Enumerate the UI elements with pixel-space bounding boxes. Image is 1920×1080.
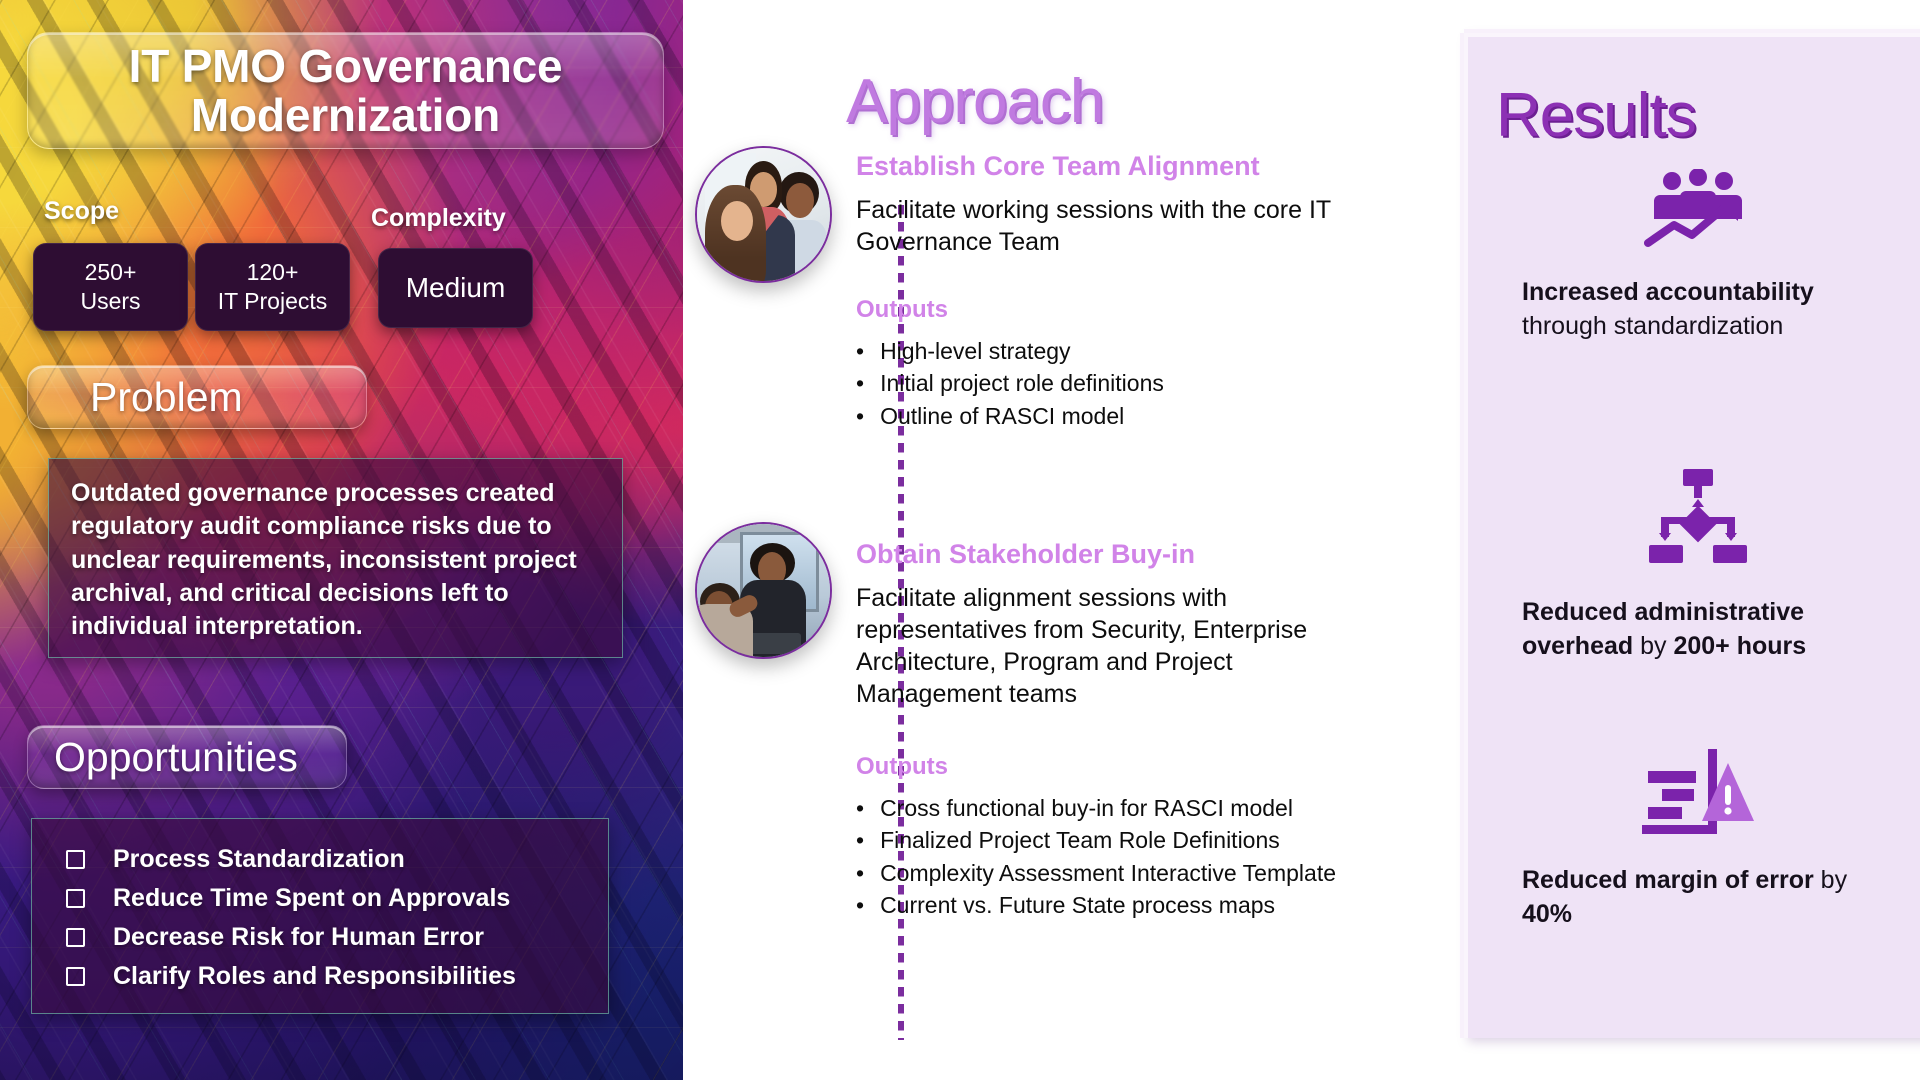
- complexity-label: Complexity: [371, 204, 506, 232]
- timeline-step-2: Obtain Stakeholder Buy-in Facilitate ali…: [856, 539, 1368, 710]
- people-growth-chart-icon: [1522, 169, 1873, 249]
- stat-card-projects: 120+ IT Projects: [195, 243, 350, 331]
- opportunities-box: Process Standardization Reduce Time Spen…: [31, 818, 609, 1014]
- results-card: Results: [1464, 33, 1920, 1038]
- checkbox-icon: [66, 928, 85, 947]
- stat-value-projects: 120+: [246, 259, 299, 286]
- step-description: Facilitate alignment sessions with repre…: [856, 583, 1308, 708]
- problem-text-box: Outdated governance processes created re…: [48, 458, 623, 658]
- checkbox-icon: [66, 850, 85, 869]
- result-bold-tail-2: 200+ hours: [1673, 632, 1807, 660]
- timeline-dotted-connector: [898, 205, 904, 1040]
- opportunities-section-header: Opportunities: [27, 725, 347, 789]
- list-item: • Cross functional buy-in for RASCI model: [856, 793, 1368, 823]
- result-text-3: Reduced margin of error by 40%: [1522, 863, 1873, 931]
- step-heading: Obtain Stakeholder Buy-in: [856, 539, 1196, 569]
- scope-label: Scope: [44, 197, 120, 225]
- opportunity-label: Process Standardization: [113, 845, 405, 873]
- approach-title: Approach: [846, 67, 1104, 136]
- outputs-block-2: Outputs • Cross functional buy-in for RAS…: [856, 753, 1368, 922]
- bullet-icon: •: [856, 892, 865, 919]
- list-item: Reduce Time Spent on Approvals: [66, 884, 608, 912]
- title-plaque: IT PMO Governance Modernization: [27, 32, 664, 149]
- step-heading: Establish Core Team Alignment: [856, 151, 1260, 181]
- stat-unit-users: Users: [80, 288, 141, 314]
- result-bold-lead-2: Reduced administrative overhead: [1522, 598, 1805, 660]
- bullet-icon: •: [856, 402, 865, 429]
- list-item: Process Standardization: [66, 845, 608, 873]
- output-text: Initial project role definitions: [880, 370, 1164, 397]
- opportunity-label: Decrease Risk for Human Error: [113, 923, 484, 951]
- output-text: High-level strategy: [880, 338, 1071, 364]
- page-title: IT PMO Governance Modernization: [128, 40, 563, 141]
- opportunity-label: Clarify Roles and Responsibilities: [113, 962, 516, 990]
- result-bold-lead-3: Reduced margin of error: [1522, 866, 1814, 894]
- outputs-label: Outputs: [856, 296, 948, 323]
- bullet-icon: •: [856, 338, 865, 364]
- result-text-2: Reduced administrative overhead by 200+ …: [1522, 595, 1873, 663]
- result-text-1: Increased accountability through standar…: [1522, 275, 1873, 343]
- bullet-icon: •: [856, 859, 865, 886]
- bullet-icon: •: [856, 795, 865, 821]
- approach-panel: Approach Establish Core Team Alignment F…: [683, 0, 1443, 1080]
- list-item: • High-level strategy: [856, 336, 1368, 366]
- avatar: [695, 522, 832, 659]
- bullet-icon: •: [856, 370, 865, 397]
- result-bold-lead-1: Increased accountability: [1522, 278, 1814, 306]
- checkbox-icon: [66, 889, 85, 908]
- bar-chart-warning-icon: [1522, 749, 1873, 837]
- stat-card-complexity: Medium: [378, 248, 533, 328]
- timeline-step-1: Establish Core Team Alignment Facilitate…: [856, 151, 1368, 258]
- result-item-3: Reduced margin of error by 40%: [1468, 749, 1920, 931]
- list-item: • Current vs. Future State process maps: [856, 890, 1368, 920]
- output-text: Outline of RASCI model: [880, 402, 1125, 429]
- problem-section-header: Problem: [27, 365, 367, 429]
- output-text: Complexity Assessment Interactive Templa…: [880, 859, 1336, 886]
- list-item: • Finalized Project Team Role Definitions: [856, 825, 1368, 855]
- result-item-1: Increased accountability through standar…: [1468, 169, 1920, 343]
- result-mid-3: by: [1813, 866, 1848, 894]
- checkbox-icon: [66, 967, 85, 986]
- problem-statement: Outdated governance processes created re…: [71, 479, 577, 640]
- stat-value-complexity: Medium: [405, 271, 506, 303]
- outputs-block-1: Outputs • High-level strategy • Initial pr…: [856, 296, 1368, 433]
- stat-unit-projects: IT Projects: [217, 288, 328, 314]
- result-item-2: Reduced administrative overhead by 200+ …: [1468, 469, 1920, 663]
- stat-card-users: 250+ Users: [33, 243, 188, 331]
- results-panel: Results: [1443, 0, 1920, 1080]
- output-text: Finalized Project Team Role Definitions: [880, 827, 1280, 854]
- list-item: • Complexity Assessment Interactive Templ…: [856, 858, 1368, 888]
- output-text: Current vs. Future State process maps: [880, 892, 1276, 919]
- output-text: Cross functional buy-in for RASCI model: [880, 795, 1293, 821]
- list-item: Decrease Risk for Human Error: [66, 923, 608, 951]
- result-rest-1: through standardization: [1522, 312, 1784, 340]
- list-item: • Outline of RASCI model: [856, 401, 1368, 431]
- org-hierarchy-icon: [1522, 469, 1873, 569]
- result-mid-2: by: [1633, 632, 1674, 660]
- stat-value-users: 250+: [84, 259, 137, 286]
- results-title: Results: [1496, 81, 1697, 150]
- outputs-list: • Cross functional buy-in for RASCI model…: [856, 793, 1368, 920]
- outputs-list: • High-level strategy • Initial project ro…: [856, 336, 1368, 431]
- left-overview-panel: IT PMO Governance Modernization Scope Co…: [0, 0, 683, 1080]
- result-bold-tail-3: 40%: [1522, 900, 1573, 928]
- avatar: [695, 146, 832, 283]
- outputs-label: Outputs: [856, 753, 948, 780]
- opportunity-label: Reduce Time Spent on Approvals: [113, 884, 511, 912]
- list-item: • Initial project role definitions: [856, 368, 1368, 398]
- list-item: Clarify Roles and Responsibilities: [66, 962, 608, 990]
- step-description: Facilitate working sessions with the cor…: [856, 195, 1331, 256]
- bullet-icon: •: [856, 827, 865, 854]
